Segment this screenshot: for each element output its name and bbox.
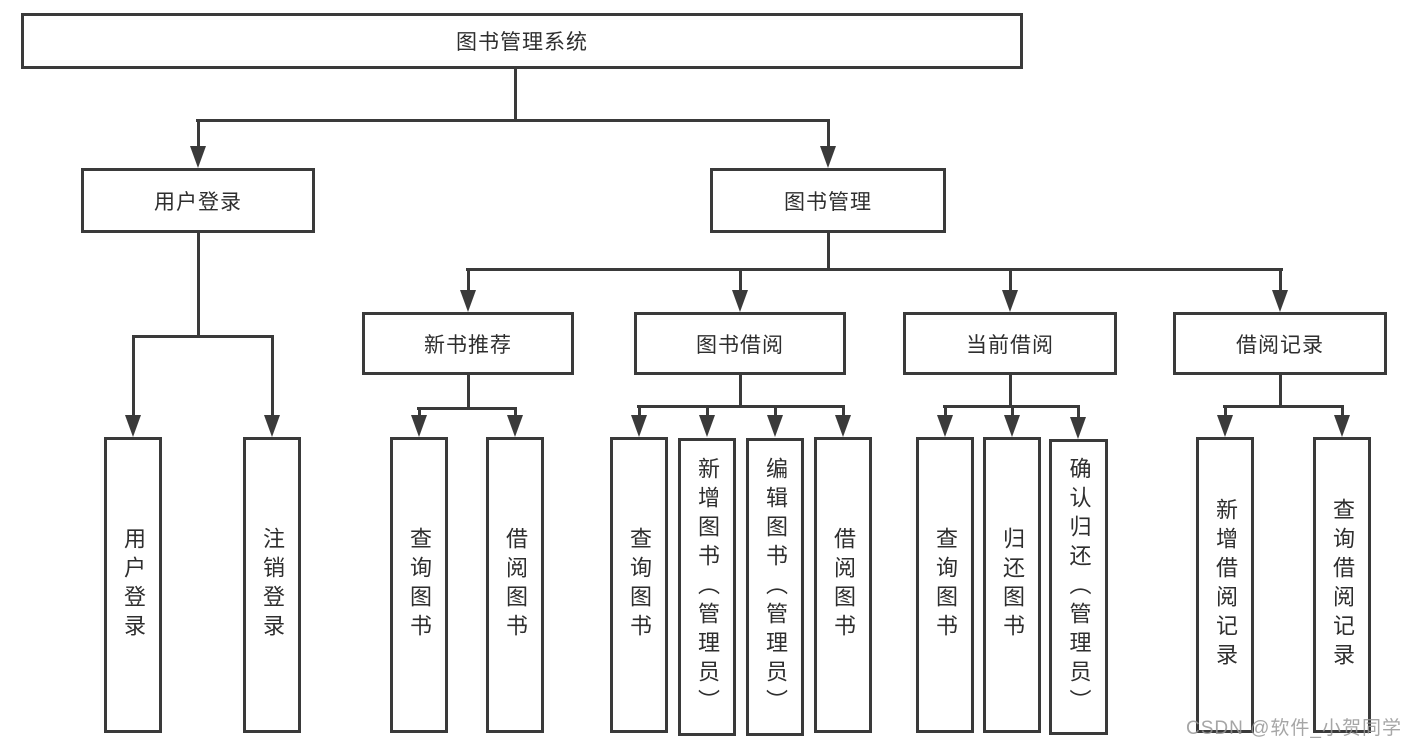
leaf-recommend-query-books-label: 查询图书: [407, 527, 432, 643]
connector-to-borrowing-records: [1279, 268, 1282, 293]
node-book-management: 图书管理: [710, 168, 946, 233]
node-user-login: 用户登录: [81, 168, 315, 233]
arrowhead-down-icon: [1004, 415, 1020, 437]
connector-book-borrowing-stem: [739, 375, 742, 405]
node-borrowing-records-label: 借阅记录: [1236, 333, 1324, 357]
leaf-add-borrow-record: 新增借阅记录: [1196, 437, 1254, 733]
connector-to-borrowing-borrow: [842, 405, 845, 417]
connector-new-book-recommend-stem: [467, 375, 470, 407]
connector-to-leaf-logout: [271, 335, 274, 415]
leaf-edit-book-admin-label: 编辑图书（管理员）: [763, 456, 788, 718]
arrowhead-down-icon: [820, 146, 836, 168]
leaf-confirm-return-admin-label: 确认归还（管理员）: [1066, 456, 1092, 718]
connector-root-bar: [196, 119, 830, 122]
connector-to-current-borrowing: [1009, 268, 1012, 293]
leaf-recommend-borrow-books: 借阅图书: [486, 437, 544, 733]
leaf-logout-login-label: 注销登录: [260, 527, 285, 643]
connector-to-edit-book: [774, 405, 777, 417]
leaf-return-books: 归还图书: [983, 437, 1041, 733]
leaf-borrowing-query-books: 查询图书: [610, 437, 668, 733]
connector-to-new-book-recommend: [467, 268, 470, 293]
connector-borrowing-records-stem: [1279, 375, 1282, 405]
connector-book-management-stem: [827, 233, 830, 268]
node-library-system-label: 图书管理系统: [456, 31, 588, 54]
leaf-user-login-label: 用户登录: [121, 527, 146, 643]
arrowhead-down-icon: [460, 290, 476, 312]
connector-user-login-bar: [132, 335, 274, 338]
connector-book-borrowing-bar: [637, 405, 845, 408]
arrowhead-down-icon: [699, 415, 715, 437]
connector-root-stem: [514, 69, 517, 119]
connector-to-current-query: [944, 405, 947, 417]
connector-borrowing-records-bar: [1223, 405, 1344, 408]
connector-to-leaf-user-login: [132, 335, 135, 415]
leaf-add-borrow-record-label: 新增借阅记录: [1213, 498, 1238, 672]
connector-to-recommend-borrow: [514, 407, 517, 417]
arrowhead-down-icon: [1334, 415, 1350, 437]
connector-to-return-books: [1011, 405, 1014, 417]
csdn-watermark: CSDN @软件_小贺同学: [1186, 718, 1402, 739]
node-user-login-label: 用户登录: [154, 190, 242, 214]
node-book-management-label: 图书管理: [784, 190, 872, 214]
connector-root-to-book-management: [827, 119, 830, 148]
leaf-query-borrow-record: 查询借阅记录: [1313, 437, 1371, 733]
arrowhead-down-icon: [937, 415, 953, 437]
arrowhead-down-icon: [125, 415, 141, 437]
arrowhead-down-icon: [1070, 417, 1086, 439]
arrowhead-down-icon: [1217, 415, 1233, 437]
leaf-edit-book-admin: 编辑图书（管理员）: [746, 438, 804, 736]
arrowhead-down-icon: [1272, 290, 1288, 312]
leaf-recommend-borrow-books-label: 借阅图书: [503, 527, 528, 643]
leaf-borrowing-borrow-books-label: 借阅图书: [831, 527, 856, 643]
connector-book-management-bar: [466, 268, 1283, 271]
leaf-user-login: 用户登录: [104, 437, 162, 733]
leaf-query-borrow-record-label: 查询借阅记录: [1330, 498, 1355, 672]
leaf-current-query-books-label: 查询图书: [933, 527, 958, 643]
leaf-borrowing-borrow-books: 借阅图书: [814, 437, 872, 733]
arrowhead-down-icon: [835, 415, 851, 437]
connector-to-confirm-return: [1077, 405, 1080, 419]
node-new-book-recommend-label: 新书推荐: [424, 333, 512, 357]
node-current-borrowing-label: 当前借阅: [966, 333, 1054, 357]
arrowhead-down-icon: [631, 415, 647, 437]
leaf-confirm-return-admin: 确认归还（管理员）: [1049, 439, 1108, 735]
connector-to-recommend-query: [418, 407, 421, 417]
arrowhead-down-icon: [264, 415, 280, 437]
leaf-add-book-admin: 新增图书（管理员）: [678, 438, 736, 736]
connector-current-borrowing-stem: [1009, 375, 1012, 405]
arrowhead-down-icon: [767, 415, 783, 437]
node-book-borrowing-label: 图书借阅: [696, 333, 784, 357]
arrowhead-down-icon: [411, 415, 427, 437]
node-library-system: 图书管理系统: [21, 13, 1023, 69]
leaf-current-query-books: 查询图书: [916, 437, 974, 733]
node-new-book-recommend: 新书推荐: [362, 312, 574, 375]
connector-root-to-user-login: [197, 119, 200, 148]
leaf-return-books-label: 归还图书: [1000, 527, 1025, 643]
arrowhead-down-icon: [507, 415, 523, 437]
connector-new-book-recommend-bar: [417, 407, 517, 410]
node-current-borrowing: 当前借阅: [903, 312, 1117, 375]
leaf-logout-login: 注销登录: [243, 437, 301, 733]
leaf-add-book-admin-label: 新增图书（管理员）: [695, 456, 720, 718]
connector-to-add-book: [706, 405, 709, 417]
connector-user-login-stem: [197, 233, 200, 335]
connector-to-book-borrowing: [739, 268, 742, 293]
arrowhead-down-icon: [190, 146, 206, 168]
connector-to-query-record: [1341, 405, 1344, 417]
node-borrowing-records: 借阅记录: [1173, 312, 1387, 375]
leaf-recommend-query-books: 查询图书: [390, 437, 448, 733]
arrowhead-down-icon: [1002, 290, 1018, 312]
connector-to-borrowing-query: [638, 405, 641, 417]
leaf-borrowing-query-books-label: 查询图书: [627, 527, 652, 643]
arrowhead-down-icon: [732, 290, 748, 312]
node-book-borrowing: 图书借阅: [634, 312, 846, 375]
connector-to-add-record: [1224, 405, 1227, 417]
